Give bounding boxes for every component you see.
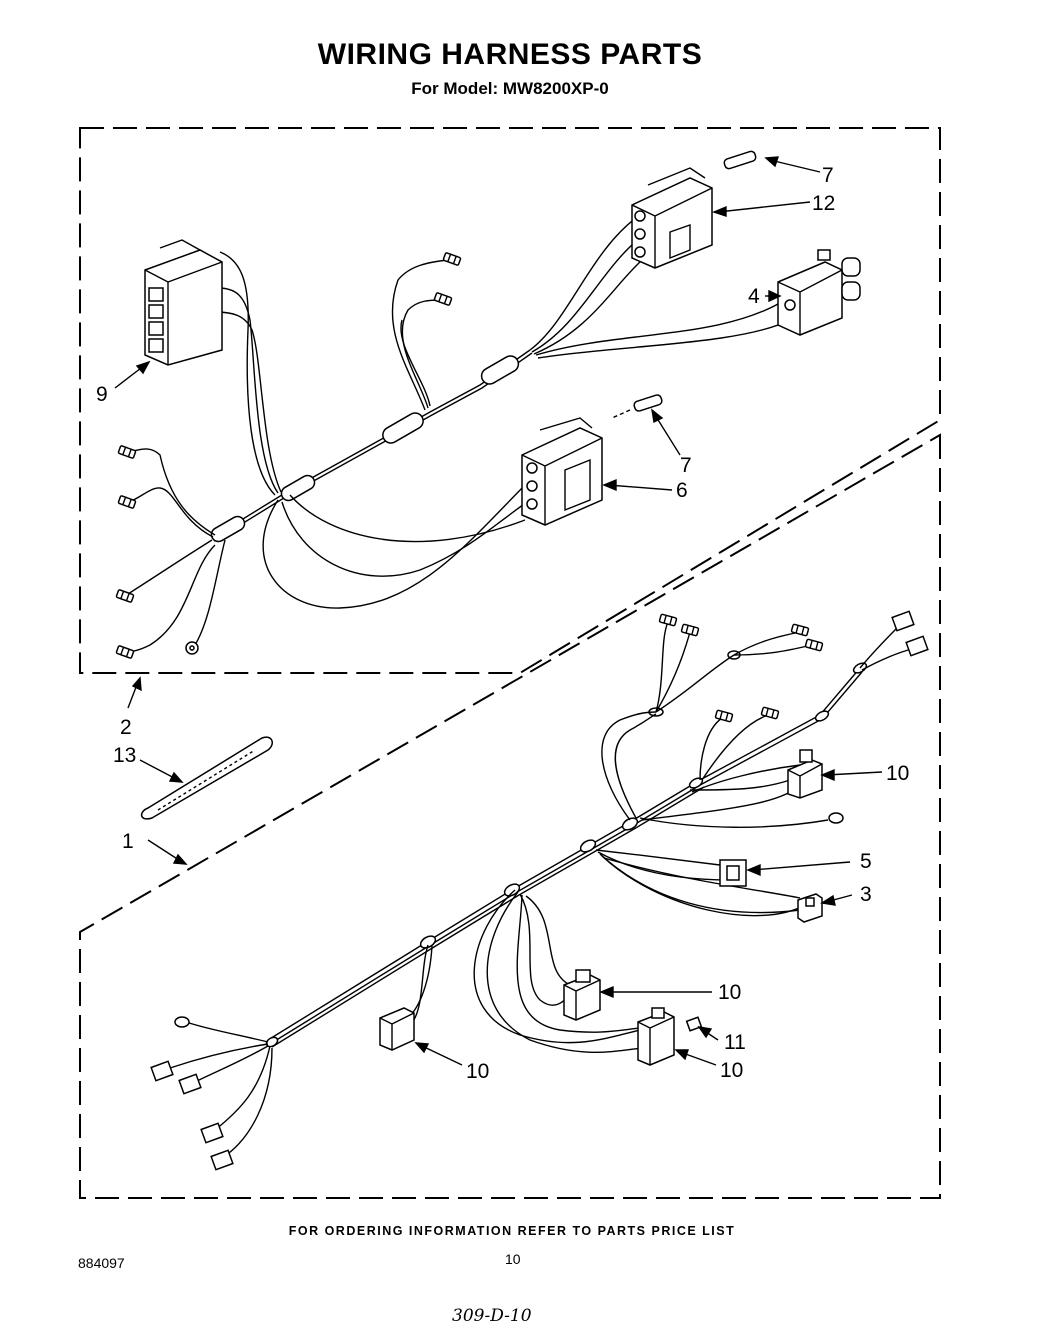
- lower-harness-boundary: [79, 433, 941, 1199]
- connector-10-middle: [563, 969, 601, 1021]
- callout-7-middle: 7: [680, 454, 692, 477]
- callout-10-upper-right: 10: [886, 762, 909, 785]
- connector-10-lower-right: [637, 1007, 675, 1066]
- callout-10-lower-left: 10: [466, 1060, 489, 1083]
- callout-3: 3: [860, 883, 872, 906]
- connector-12: [631, 167, 713, 269]
- callout-1: 1: [122, 830, 134, 853]
- callout-6: 6: [676, 479, 688, 502]
- connector-6: [521, 417, 603, 526]
- connector-3: [797, 893, 823, 923]
- female-terminal: [658, 613, 824, 723]
- lower-wiring-harness: [150, 610, 929, 1171]
- callout-5: 5: [860, 850, 872, 873]
- callout-2: 2: [120, 716, 132, 739]
- connector-4: [777, 249, 861, 336]
- upper-wiring-harness: [115, 214, 791, 660]
- callout-11: 11: [724, 1031, 746, 1054]
- document-number: 884097: [78, 1255, 125, 1271]
- callout-13: 13: [113, 744, 136, 767]
- connector-10-lower-left: [379, 1007, 415, 1051]
- terminal-7-top: [723, 150, 757, 170]
- callout-12: 12: [812, 192, 835, 215]
- page-number: 10: [505, 1251, 521, 1267]
- callout-4: 4: [748, 285, 760, 308]
- page-title: WIRING HARNESS PARTS: [317, 38, 703, 71]
- callout-7-top: 7: [822, 164, 834, 187]
- handwritten-code: 309-D-10: [452, 1306, 532, 1326]
- connector-10-upper-right: [787, 749, 823, 799]
- leader-arrows: [114, 156, 883, 1066]
- ring-terminal: [174, 812, 844, 1028]
- callout-9: 9: [96, 383, 108, 406]
- terminal-7-middle: [611, 394, 663, 419]
- upper-harness-boundary: [79, 127, 941, 674]
- ring-terminal: [185, 641, 199, 655]
- model-subtitle: For Model: MW8200XP-0: [411, 79, 609, 98]
- callout-10-lower-right: 10: [720, 1059, 743, 1082]
- part-13-wire-tie: [140, 736, 273, 820]
- callout-10-middle: 10: [718, 981, 741, 1004]
- part-11-terminal: [685, 1016, 703, 1032]
- wire-sleeve: [210, 355, 520, 543]
- ordering-info-note: FOR ORDERING INFORMATION REFER TO PARTS …: [288, 1224, 736, 1238]
- connector-9: [144, 239, 223, 366]
- connector-5: [719, 859, 747, 887]
- quick-connect-terminal: [150, 610, 929, 1171]
